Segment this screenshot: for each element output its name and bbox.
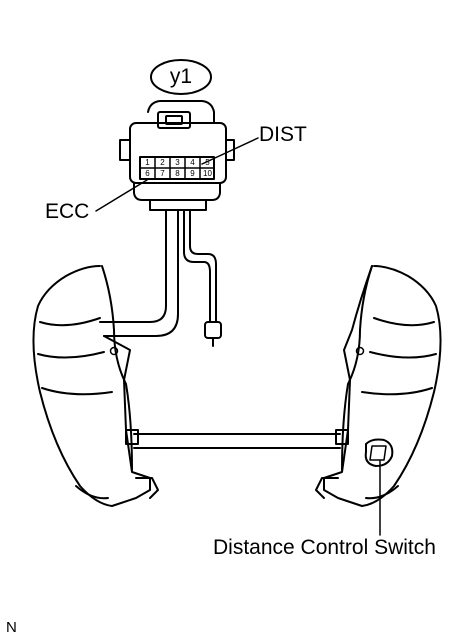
pin-number: 2 [160,158,165,167]
ecc-leader-line [95,179,148,212]
distance-control-switch-button [364,438,394,467]
connector-id-label: y1 [169,65,193,88]
dist-leader-line [201,137,259,165]
dist-label: DIST [259,123,307,146]
pin-number: 10 [203,169,212,178]
right-switch-housing [315,265,442,507]
left-switch-housing [32,265,159,507]
pin-number: 6 [145,169,150,178]
wire-terminal [204,321,222,339]
pin-number: 5 [205,158,210,167]
ecc-label: ECC [45,200,90,223]
connector-id-ellipse [150,59,212,95]
connector-housing [119,100,235,211]
crossbar [133,433,341,449]
corner-mark: N [6,619,17,636]
pin-number: 7 [160,169,165,178]
pin-number: 3 [175,158,180,167]
pin-number: 9 [190,169,195,178]
ground-wire [183,209,211,323]
pin-number: 4 [190,158,195,167]
distance-control-switch-label: Distance Control Switch [213,536,436,559]
main-harness-wire [99,209,167,323]
pin-number: 1 [145,158,150,167]
pin-number: 8 [175,169,180,178]
